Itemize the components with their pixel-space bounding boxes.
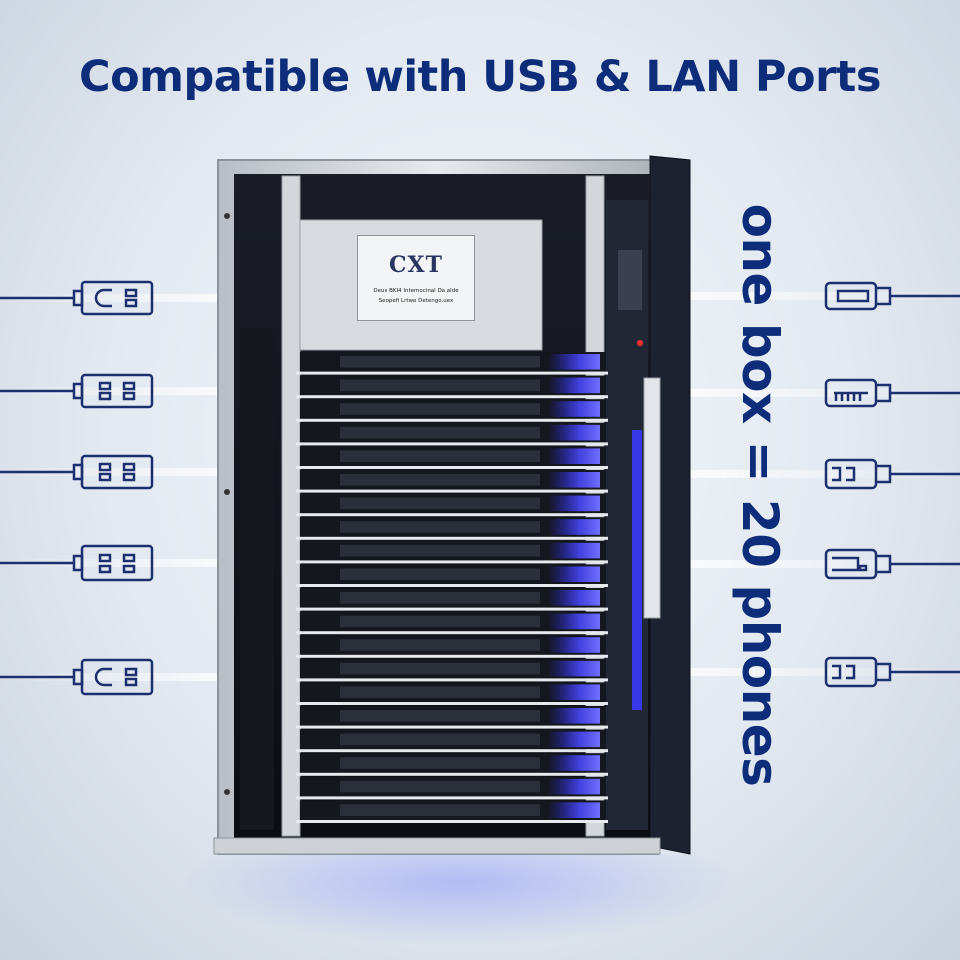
phone-slot bbox=[296, 753, 608, 776]
ethernet-cable-icon bbox=[824, 458, 960, 490]
ethernet-cable-icon bbox=[824, 656, 960, 688]
label-line-2: Seopefi Lrtwe Detengo.uex bbox=[378, 298, 454, 304]
phone-slot bbox=[296, 729, 608, 753]
phone-slot bbox=[296, 588, 608, 611]
usb-a-cable-icon bbox=[0, 544, 154, 582]
phone-slot bbox=[296, 658, 608, 682]
usb-cable-icon bbox=[824, 548, 960, 580]
floor-reflection-glow bbox=[180, 855, 740, 945]
phone-slot bbox=[296, 564, 608, 587]
phone-slot bbox=[296, 446, 608, 469]
usb-c-cable-icon bbox=[0, 280, 154, 316]
phone-slot bbox=[296, 517, 608, 540]
phone-slot bbox=[296, 706, 608, 729]
phone-slot bbox=[296, 399, 608, 422]
phone-slot bbox=[296, 682, 608, 705]
usb-cable-icon bbox=[824, 281, 960, 311]
phone-slot bbox=[296, 352, 608, 375]
phone-slot bbox=[296, 375, 608, 399]
headline: Compatible with USB & LAN Ports bbox=[79, 52, 881, 102]
phone-slot bbox=[296, 776, 608, 800]
phone-slot bbox=[296, 611, 608, 635]
usb-a-cable-icon bbox=[0, 373, 154, 409]
device-label: CXT Deus BKI4 Intemocinal Da alde Seopef… bbox=[357, 235, 475, 321]
usb-c-cable-icon bbox=[0, 658, 154, 696]
usb-a-cable-icon bbox=[0, 454, 154, 490]
phone-slot bbox=[296, 422, 608, 446]
label-line-1: Deus BKI4 Intemocinal Da alde bbox=[373, 288, 459, 294]
phone-slot bbox=[296, 470, 608, 493]
side-tagline: one box = 20 phones bbox=[731, 203, 789, 787]
phone-slot bbox=[296, 800, 608, 823]
phone-slots bbox=[296, 352, 608, 823]
phone-slot bbox=[296, 635, 608, 658]
phone-slot bbox=[296, 493, 608, 517]
ethernet-cable-icon bbox=[824, 378, 960, 408]
brand-logo-text: CXT bbox=[389, 252, 443, 278]
phone-slot bbox=[296, 540, 608, 564]
